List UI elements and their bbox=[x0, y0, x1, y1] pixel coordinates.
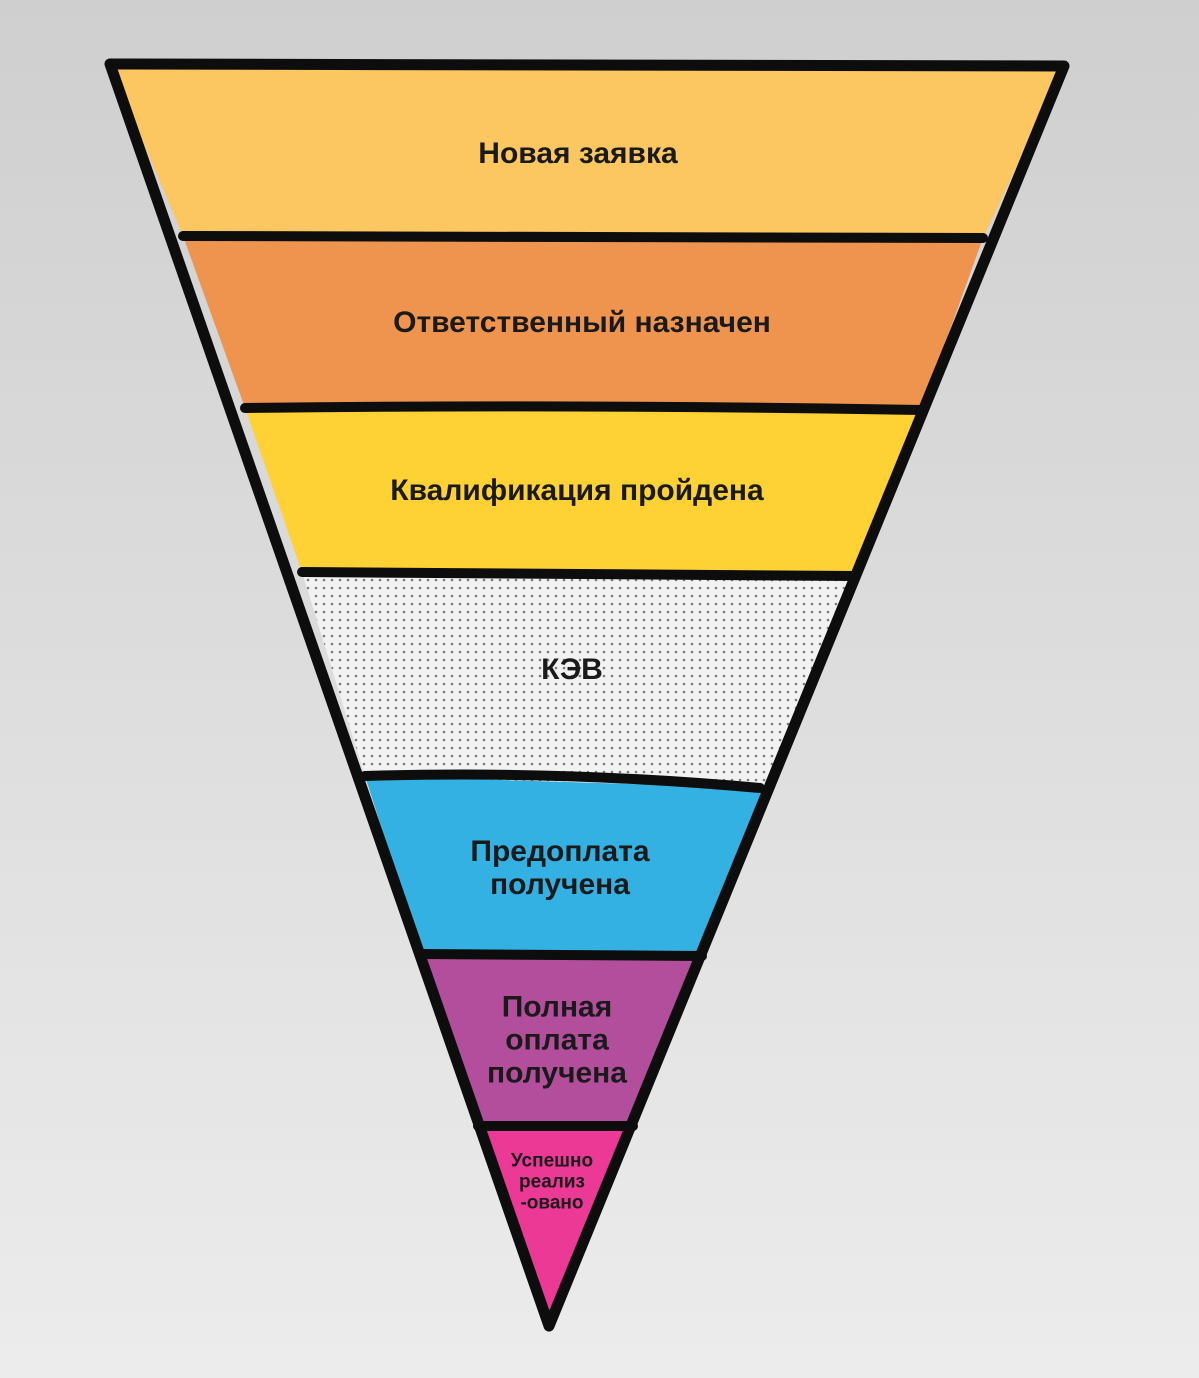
stage-4-label: КЭВ bbox=[541, 653, 603, 686]
stage-6-label: Полная оплата получена bbox=[487, 990, 627, 1090]
stage-1-band bbox=[110, 64, 1064, 238]
stage-2-label: Ответственный назначен bbox=[393, 306, 771, 339]
separator-lines bbox=[178, 231, 988, 1131]
stage-3-band bbox=[245, 408, 921, 576]
stage-4-band bbox=[302, 572, 855, 788]
funnel-outline bbox=[104, 58, 1070, 1332]
stage-3-label: Квалификация пройдена bbox=[390, 474, 764, 507]
stage-1-label: Новая заявка bbox=[478, 137, 678, 170]
stage-6-band bbox=[422, 954, 702, 1126]
stage-2-band bbox=[183, 236, 983, 410]
stage-5-label: Предоплата получена bbox=[470, 835, 650, 901]
stage-5-band bbox=[365, 776, 768, 956]
stage-7-band bbox=[478, 1126, 633, 1326]
stage-7-label: Успешно реализ -овано bbox=[510, 1150, 594, 1214]
